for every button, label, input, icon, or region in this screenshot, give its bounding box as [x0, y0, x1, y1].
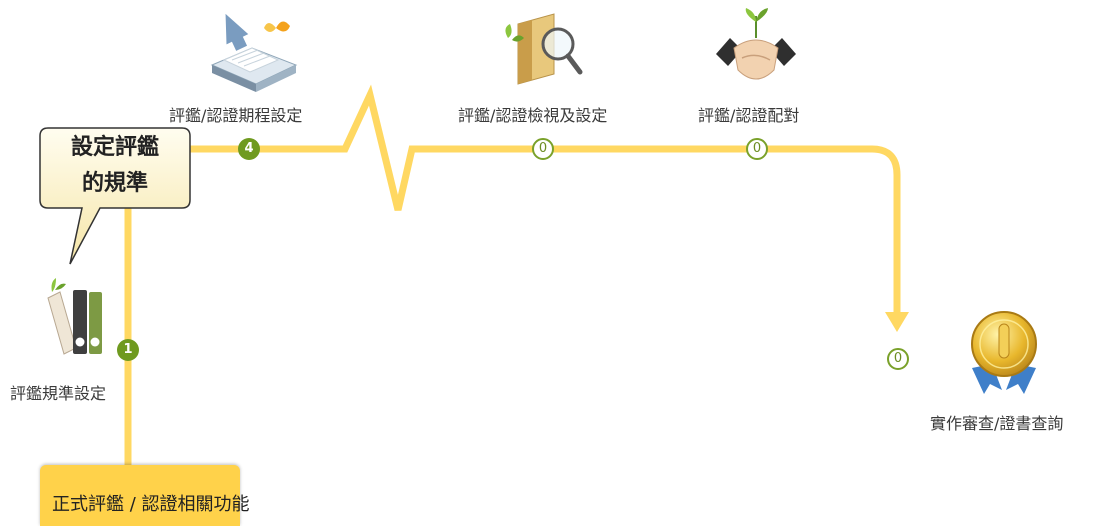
step-schedule-setup-count[interactable]: 4: [238, 138, 260, 160]
step-review-setup-label: 評鑑/認證檢視及設定: [458, 102, 607, 126]
step-matching-label: 評鑑/認證配對: [698, 102, 799, 126]
step-criteria-setup-label: 評鑑規準設定: [10, 380, 106, 404]
step-schedule-setup-label: 評鑑/認證期程設定: [169, 102, 302, 126]
formal-evaluation-tab[interactable]: 正式評鑑 / 認證相關功能: [40, 465, 240, 526]
flow-arrowhead: [885, 312, 909, 332]
step-review-setup-count[interactable]: 0: [532, 138, 554, 160]
step-criteria-setup-count[interactable]: 1: [117, 339, 139, 361]
callout-line-1: 設定評鑑: [40, 130, 190, 166]
step-certificate-query-label: 實作審查/證書查詢: [930, 410, 1063, 434]
callout-line-2: 的規準: [40, 166, 190, 202]
formal-evaluation-tab-label: 正式評鑑 / 認證相關功能: [52, 490, 250, 516]
step-certificate-query-count[interactable]: 0: [887, 348, 909, 370]
callout-text: 設定評鑑 的規準: [40, 130, 190, 202]
step-matching-count[interactable]: 0: [746, 138, 768, 160]
